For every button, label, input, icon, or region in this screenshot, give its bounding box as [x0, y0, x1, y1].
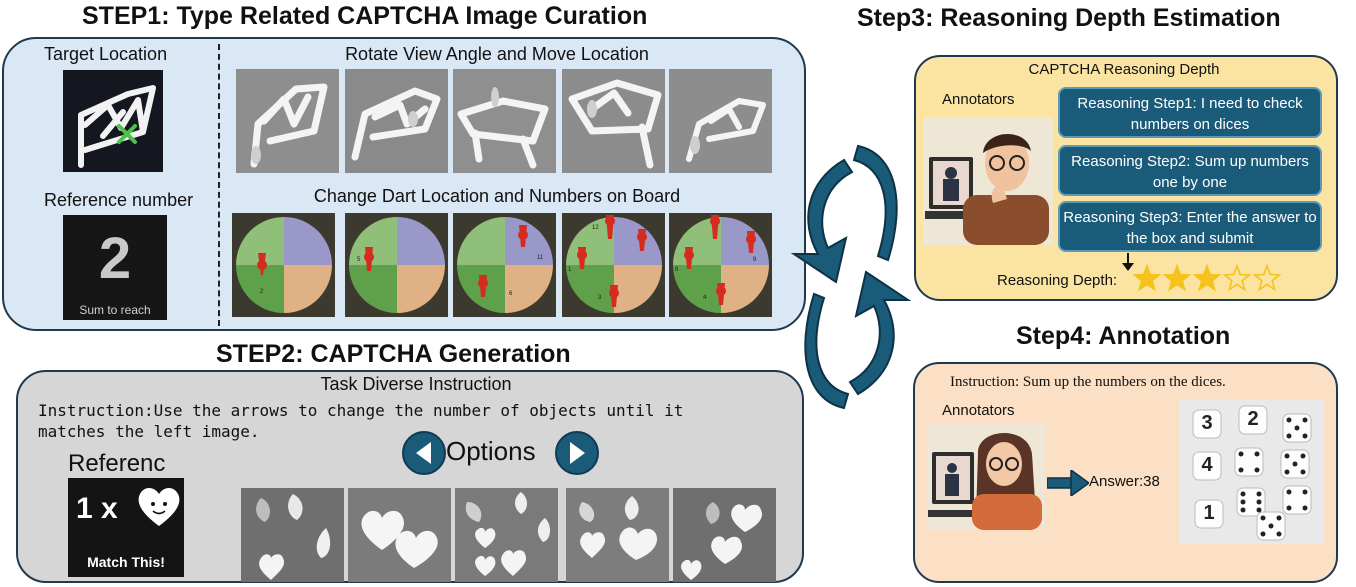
svg-text:8: 8 [675, 267, 679, 273]
options-label: Options [446, 436, 536, 466]
option-next-button[interactable] [555, 431, 599, 475]
dice-digit-1: 3 [1201, 412, 1213, 434]
star-empty-icon [1252, 263, 1282, 292]
star-filled-icon [1133, 263, 1162, 292]
arrow-left-icon [416, 442, 431, 464]
svg-text:3: 3 [598, 295, 602, 301]
target-location-image [63, 70, 163, 172]
reference-number-image: 2 Sum to reach [63, 215, 167, 320]
svg-text:6: 6 [509, 291, 513, 297]
option-image-5[interactable] [673, 483, 776, 587]
reasoning-depth-stars [1133, 263, 1282, 292]
option-image-3[interactable] [455, 483, 558, 587]
view-angle-image-5 [669, 69, 772, 173]
star-empty-icon [1222, 263, 1252, 292]
dart-board-image-2: 5 [345, 213, 448, 317]
option-image-1[interactable] [241, 483, 344, 587]
cycle-arrows-icon [790, 144, 912, 410]
step3-title: Step3: Reasoning Depth Estimation [857, 4, 1281, 32]
svg-text:5: 5 [357, 257, 361, 263]
dart-board-image-1: 2 [232, 213, 335, 317]
svg-text:11: 11 [537, 255, 544, 261]
arrow-right-answer-icon [1047, 470, 1089, 496]
reference-number-label: Reference number [44, 190, 194, 210]
step2-reference-caption: Match This! [87, 554, 165, 570]
dice-digit-4: 1 [1203, 502, 1215, 524]
row2-label: Change Dart Location and Numbers on Boar… [313, 186, 681, 206]
star-filled-icon [1162, 263, 1192, 292]
reference-number-caption: Sum to reach [79, 303, 151, 317]
step2-reference-formula: 1 x [76, 492, 118, 525]
step2-subtitle: Task Diverse Instruction [320, 374, 512, 394]
svg-text:9: 9 [753, 257, 757, 263]
step2-title: STEP2: CAPTCHA Generation [216, 340, 571, 368]
step4-annotators-label: Annotators [942, 402, 1015, 419]
reference-number-value: 2 [98, 226, 132, 291]
dart-board-image-4: 12 1 3 [562, 213, 665, 317]
heart-face-icon [138, 488, 180, 526]
step2-reference-image: 1 x Match This! [68, 478, 184, 577]
arrow-down-icon [1122, 253, 1134, 271]
arrow-right-icon [570, 442, 585, 464]
option-image-2[interactable] [348, 483, 451, 587]
annotator-illustration-male [923, 117, 1053, 245]
option-prev-button[interactable] [402, 431, 446, 475]
dart-board-image-5: 9 8 4 [669, 213, 772, 317]
step4-instruction: Instruction: Sum up the numbers on the d… [950, 374, 1226, 390]
row1-label: Rotate View Angle and Move Location [345, 44, 649, 64]
view-angle-image-4 [562, 69, 665, 173]
step4-answer: Answer:38 [1089, 473, 1160, 490]
reasoning-step-2: Reasoning Step2: Sum up numbers one by o… [1058, 145, 1322, 196]
step1-title: STEP1: Type Related CAPTCHA Image Curati… [82, 2, 648, 30]
target-location-label: Target Location [44, 44, 168, 64]
step2-instruction-line2: matches the left image. [38, 422, 260, 441]
step2-reference-label: Referenc [68, 450, 166, 477]
dice-image: 3 2 4 1 [1179, 400, 1324, 544]
star-filled-icon [1192, 263, 1222, 292]
step1-divider [218, 44, 220, 326]
dice-digit-3: 4 [1201, 454, 1213, 476]
reasoning-depth-label: Reasoning Depth: [997, 272, 1118, 289]
annotator-illustration-female [928, 424, 1045, 530]
dice-digit-2: 2 [1247, 408, 1259, 430]
step3-panel-title: CAPTCHA Reasoning Depth [1028, 61, 1220, 78]
svg-text:4: 4 [703, 295, 707, 301]
reasoning-step-3: Reasoning Step3: Enter the answer to the… [1058, 201, 1322, 252]
view-angle-image-2 [345, 69, 448, 173]
step2-instruction-line1: Instruction:Use the arrows to change the… [38, 401, 684, 420]
svg-text:12: 12 [592, 225, 599, 231]
reasoning-step-1: Reasoning Step1: I need to check numbers… [1058, 87, 1322, 138]
step4-title: Step4: Annotation [1016, 322, 1231, 350]
view-angle-image-1 [236, 69, 339, 173]
step3-annotators-label: Annotators [942, 91, 1015, 108]
svg-text:2: 2 [260, 289, 264, 295]
svg-text:1: 1 [568, 267, 572, 273]
option-image-4[interactable] [566, 483, 669, 587]
dart-board-image-3: 11 6 [453, 213, 556, 317]
view-angle-image-3 [453, 69, 556, 173]
